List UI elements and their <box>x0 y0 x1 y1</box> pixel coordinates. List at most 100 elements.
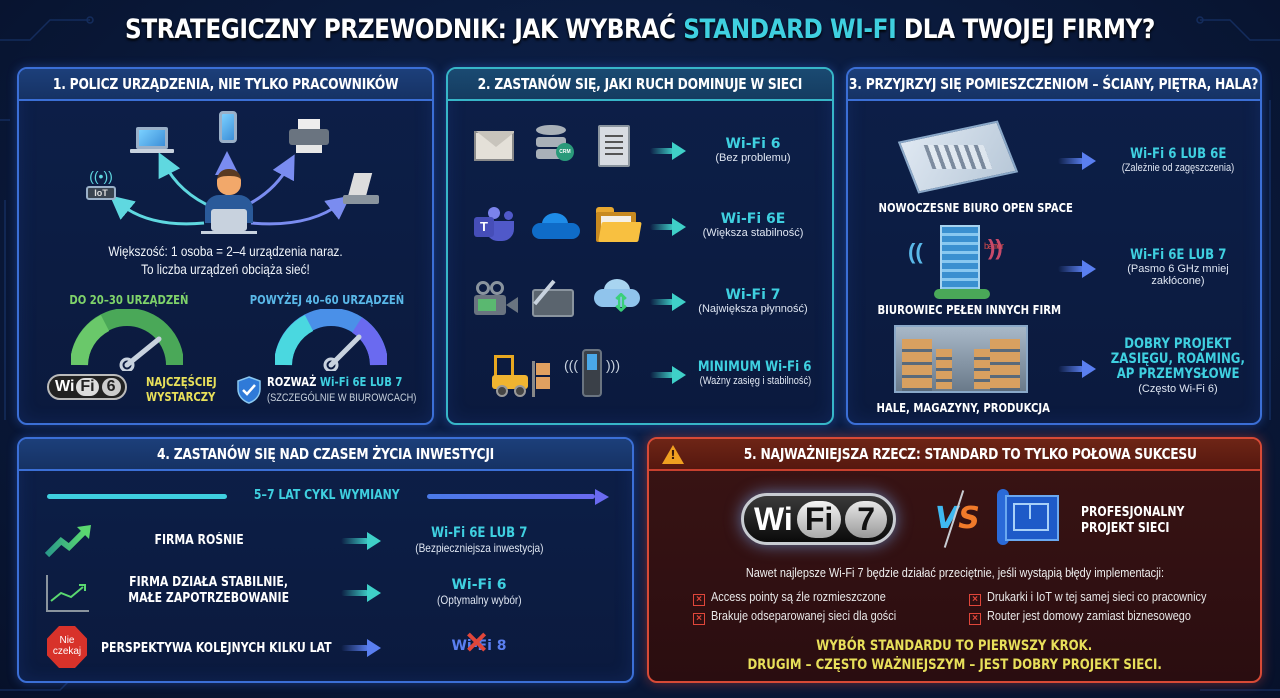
title-highlight: STANDARD WI-FI <box>683 14 897 45</box>
wifi7-badge: Wi Fi 7 <box>741 493 897 545</box>
traffic-row-4-result: MINIMUM Wi-Fi 6 (Ważny zasięg i stabilno… <box>698 359 812 387</box>
forklift-icon <box>492 355 552 397</box>
smartphone-icon <box>219 111 237 143</box>
warning-icon: ! <box>662 444 685 464</box>
professional-project-label: PROFESJONALNY PROJEKT SIECI <box>1081 505 1185 536</box>
error-item: ×Drukarki i IoT w tej samej sieci co pra… <box>969 587 1248 606</box>
title-text-end: DLA TWOJEJ FIRMY? <box>896 14 1155 45</box>
error-item: ×Access pointy są źle rozmieszczone <box>693 587 931 606</box>
traffic-row-1: CRM <box>474 125 814 175</box>
arrow-right-icon <box>650 293 686 311</box>
section-2-header: 2. ZASTANÓW SIĘ, JAKI RUCH DOMINUJE W SI… <box>448 69 832 101</box>
x-mark-icon: × <box>693 594 705 606</box>
devices-per-person-line1: Większość: 1 osoba = 2–4 urządzenia nara… <box>108 243 343 259</box>
shield-check-icon <box>237 376 261 404</box>
open-space-label: NOWOCZESNE BIURO OPEN SPACE <box>878 201 1073 215</box>
errors-right-column: ×Drukarki i IoT w tej samej sieci co pra… <box>969 587 1248 625</box>
gauge-left-icon <box>71 309 183 371</box>
timeline-label: 5–7 LAT CYKL WYMIANY <box>254 488 400 503</box>
open-space-result: Wi-Fi 6 LUB 6E (Zależnie od zagęszczenia… <box>1121 146 1235 174</box>
handheld-scanner-icon: ((( ))) <box>564 349 620 399</box>
error-item: ×Router jest domowy zamiast biznesowego <box>969 606 1248 625</box>
warehouse-label: HALE, MAGAZYNY, PRODUKCJA <box>876 401 1050 415</box>
consider-wifi6e-7-text: ROZWAŻ Wi-Fi 6E LUB 7 (SZCZEGÓLNIE W BIU… <box>267 375 417 404</box>
growth-arrow-icon <box>45 525 91 558</box>
arrow-right-icon <box>650 218 686 236</box>
arrow-right-icon <box>650 142 686 160</box>
warehouse-illustration <box>894 325 1028 393</box>
section-3-panel: 3. PRZYJRZYJ SIĘ POMIESZCZENIOM – ŚCIANY… <box>846 67 1262 425</box>
email-icon <box>474 131 514 161</box>
section-1-panel: 1. POLICZ URZĄDZENIA, NIE TYLKO PRACOWNI… <box>17 67 434 425</box>
office-building-illustration: (( barrier )) <box>908 223 1038 299</box>
timeline-bar: 5–7 LAT CYKL WYMIANY <box>47 488 609 505</box>
cross-icon: ✕ <box>464 627 490 660</box>
errors-left-column: ×Access pointy są źle rozmieszczone ×Bra… <box>693 587 931 625</box>
arrow-right-icon <box>341 532 381 550</box>
devices-per-person-text: Większość: 1 osoba = 2–4 urządzenia nara… <box>19 242 432 278</box>
blueprint-icon <box>997 489 1059 545</box>
firm-growing-result: Wi-Fi 6E LUB 7 (Bezpieczniejsza inwestyc… <box>414 525 544 555</box>
laptop-icon <box>130 127 174 155</box>
firm-stable-result: Wi-Fi 6 (Optymalny wybór) <box>436 577 522 607</box>
section-3-header: 3. PRZYJRZYJ SIĘ POMIESZCZENIOM – ŚCIANY… <box>848 69 1260 101</box>
teams-icon: T <box>474 207 516 243</box>
office-building-label: BIUROWIEC PEŁEN INNYCH FIRM <box>877 303 1062 317</box>
page-title: STRATEGICZNY PRZEWODNIK: JAK WYBRAĆ STAN… <box>90 14 1191 45</box>
section-3-title: 3. PRZYJRZYJ SIĘ POMIESZCZENIOM – ŚCIANY… <box>849 75 1259 93</box>
section-2-panel: 2. ZASTANÓW SIĘ, JAKI RUCH DOMINUJE W SI… <box>446 67 834 425</box>
firm-stable-label: FIRMA DZIAŁA STABILNIE, MAŁE ZAPOTRZEBOW… <box>128 575 290 606</box>
section-2-title: 2. ZASTANÓW SIĘ, JAKI RUCH DOMINUJE W SI… <box>477 75 803 93</box>
section-5-panel: ! 5. NAJWAŻNIEJSZA RZECZ: STANDARD TO TY… <box>647 437 1262 683</box>
folder-icon <box>596 207 642 243</box>
section-4-panel: 4. ZASTANÓW SIĘ NAD CZASEM ŻYCIA INWESTY… <box>17 437 634 683</box>
traffic-row-2-result: Wi-Fi 6E (Większa stabilność) <box>702 211 804 239</box>
title-text: STRATEGICZNY PRZEWODNIK: JAK WYBRAĆ <box>125 14 684 45</box>
gauge-left-label: DO 20–30 URZĄDZEŃ <box>69 293 189 307</box>
arrow-right-icon <box>341 639 381 657</box>
video-camera-icon <box>474 281 518 317</box>
section-5-header: ! 5. NAJWAŻNIEJSZA RZECZ: STANDARD TO TY… <box>649 439 1260 471</box>
onedrive-cloud-icon <box>532 213 580 241</box>
stable-chart-icon <box>46 575 89 612</box>
gauge-right-label: POWYŻEJ 40–60 URZĄDZEŃ <box>249 293 405 307</box>
gauge-right-icon <box>275 309 387 371</box>
cloud-sync-icon: ⇕ <box>594 279 640 323</box>
traffic-row-1-result: Wi-Fi 6 (Bez problemu) <box>715 136 791 164</box>
x-mark-icon: × <box>969 613 981 625</box>
future-perspective-label: PERSPEKTYWA KOLEJNYCH KILKU LAT <box>101 641 332 656</box>
warehouse-result: DOBRY PROJEKT ZASIĘGU, ROAMING, AP PRZEM… <box>1110 336 1246 396</box>
arrow-right-icon <box>1058 152 1096 170</box>
printer-icon <box>289 119 329 155</box>
firm-growing-label: FIRMA ROŚNIE <box>154 533 244 548</box>
conclusion-text: WYBÓR STANDARDU TO PIERWSZY KROK. DRUGIM… <box>747 638 1162 673</box>
vs-label: VS <box>935 490 980 548</box>
section-5-title: 5. NAJWAŻNIEJSZA RZECZ: STANDARD TO TYLK… <box>743 445 1198 463</box>
devices-per-person-line2: To liczba urządzeń obciąża sieć! <box>141 261 310 277</box>
arrow-right-icon <box>650 366 686 384</box>
wifi6-sufficient-text: NAJCZĘŚCIEJ WYSTARCZY <box>146 375 217 404</box>
section-4-header: 4. ZASTANÓW SIĘ NAD CZASEM ŻYCIA INWESTY… <box>19 439 632 471</box>
section-1-title: 1. POLICZ URZĄDZENIA, NIE TYLKO PRACOWNI… <box>52 75 399 93</box>
traffic-row-3-result: Wi-Fi 7 (Największa płynność) <box>698 287 808 315</box>
stop-sign-icon: Nie czekaj <box>47 626 87 668</box>
wifi8-crossed-result: Wi-Fi 8 ✕ <box>451 627 507 660</box>
open-space-office-illustration <box>897 119 1019 194</box>
crm-database-icon: CRM <box>536 125 574 167</box>
iot-device-icon: ((•)) IoT <box>86 169 116 207</box>
section-1-header: 1. POLICZ URZĄDZENIA, NIE TYLKO PRACOWNI… <box>19 69 432 101</box>
error-item: ×Brakuje odseparowanej sieci dla gości <box>693 606 931 625</box>
arrow-right-icon <box>1058 360 1096 378</box>
drawing-tablet-icon <box>532 279 578 317</box>
arrow-right-icon <box>341 584 381 602</box>
section-4-title: 4. ZASTANÓW SIĘ NAD CZASEM ŻYCIA INWESTY… <box>157 445 494 463</box>
wifi6-badge: Wi Fi 6 <box>47 374 127 400</box>
scanner-icon <box>343 173 379 205</box>
x-mark-icon: × <box>693 613 705 625</box>
x-mark-icon: × <box>969 594 981 606</box>
office-building-result: Wi-Fi 6E LUB 7 (Pasmo 6 GHz mniej zakłóc… <box>1127 247 1229 287</box>
implementation-intro: Nawet najlepsze Wi-Fi 7 będzie działać p… <box>745 565 1164 580</box>
wifi-signal-icon: ((•)) <box>89 168 113 184</box>
document-icon <box>598 125 630 167</box>
person-at-laptop-icon <box>201 169 257 239</box>
